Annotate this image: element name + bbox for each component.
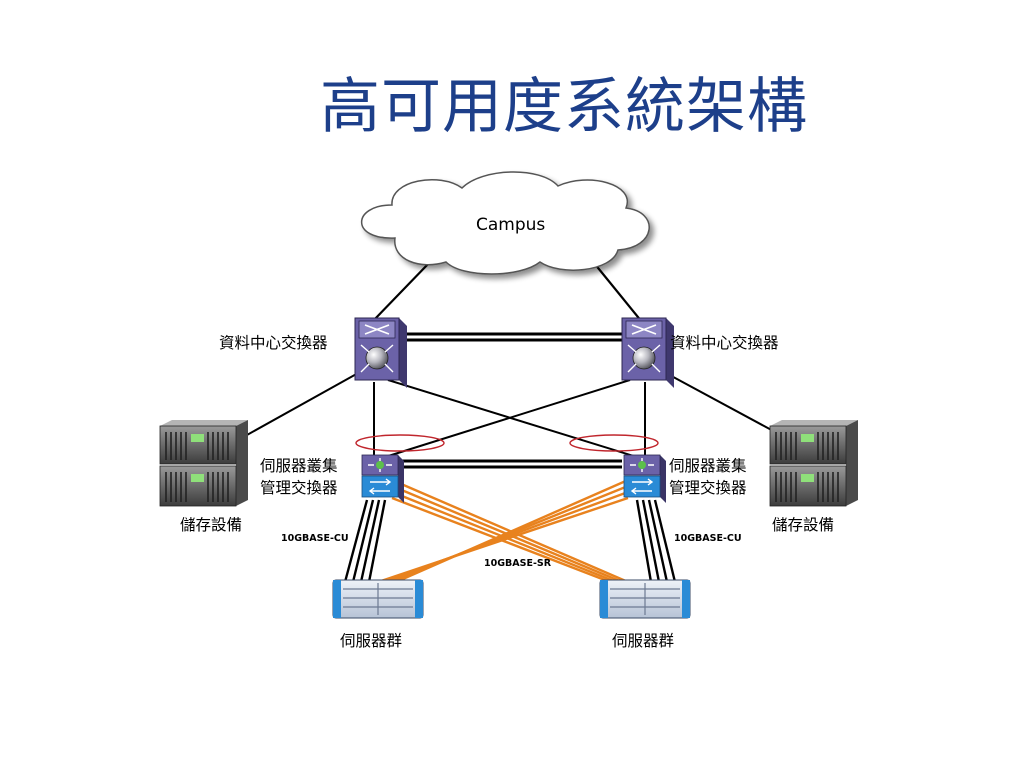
fiber-links: [377, 478, 629, 584]
server-group-right: [599, 579, 691, 619]
core-switch-left-label: 資料中心交換器: [219, 334, 328, 352]
campus-uplinks: [371, 257, 643, 323]
slide-title: 高可用度系統架構: [320, 72, 808, 142]
link-label-cu-right: 10GBASE-CU: [674, 533, 742, 544]
core-switch-right-label: 資料中心交換器: [670, 334, 779, 352]
core-switch-left: [354, 317, 407, 388]
cluster-switch-left-label-line1: 伺服器叢集: [260, 457, 338, 475]
cluster-switch-right: [623, 454, 666, 503]
copper-links-left: [343, 499, 387, 583]
copper-links-right: [635, 499, 677, 583]
cluster-switch-right-label-line1: 伺服器叢集: [669, 457, 747, 475]
storage-array-right: [769, 420, 858, 507]
storage-links: [237, 371, 791, 441]
storage-left-label: 儲存設備: [180, 516, 242, 534]
core-interlink: [398, 332, 622, 342]
server-left-label: 伺服器群: [340, 632, 402, 650]
cloud-label: Campus: [476, 215, 545, 235]
cluster-switch-right-label-line2: 管理交換器: [669, 479, 747, 497]
core-to-cluster-links: [373, 379, 646, 459]
server-right-label: 伺服器群: [612, 632, 674, 650]
storage-array-left: [159, 420, 248, 507]
lag-rings: [355, 434, 659, 452]
storage-right-label: 儲存設備: [772, 516, 834, 534]
cluster-switch-left-label-line2: 管理交換器: [260, 479, 338, 497]
core-switch-right: [621, 317, 674, 388]
link-label-cu-left: 10GBASE-CU: [281, 533, 349, 544]
link-label-sr: 10GBASE-SR: [484, 558, 552, 569]
cluster-interlink: [398, 459, 622, 469]
cluster-switch-left: [361, 454, 404, 503]
campus-cloud: [361, 171, 650, 275]
server-group-left: [332, 579, 424, 619]
